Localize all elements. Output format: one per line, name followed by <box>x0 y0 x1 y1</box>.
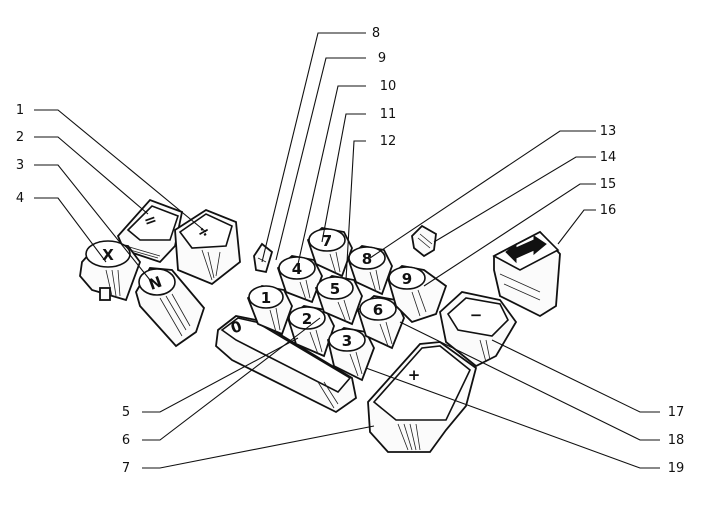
key-label-six: 6 <box>373 301 383 319</box>
keycap-seven: 7 <box>306 227 353 278</box>
callout-16: 16 <box>600 203 617 218</box>
callout-13: 13 <box>600 124 617 139</box>
keycap-four: 4 <box>276 255 323 304</box>
callout-10: 10 <box>380 79 397 94</box>
callout-17: 17 <box>668 405 685 420</box>
callout-12: 12 <box>380 134 397 149</box>
callout-7: 7 <box>122 461 130 476</box>
key-label-three: 3 <box>342 332 352 350</box>
keycap-zero: 0 <box>215 315 357 414</box>
callout-19: 19 <box>668 461 685 476</box>
callout-5: 5 <box>122 405 130 420</box>
callout-1: 1 <box>16 103 24 118</box>
keycap-one: 1 <box>246 285 293 336</box>
callout-4: 4 <box>16 191 24 206</box>
key-label-equals: = <box>141 210 159 231</box>
key-label-plus: + <box>408 366 421 384</box>
callout-18: 18 <box>668 433 685 448</box>
key-label-two: 2 <box>302 310 312 328</box>
key-label-one: 1 <box>261 289 271 307</box>
key-label-four: 4 <box>292 260 302 278</box>
callout-numbers: 1 2 3 4 5 6 7 8 9 10 11 12 13 14 15 16 1… <box>16 26 684 476</box>
keycap-eight: 8 <box>346 245 393 296</box>
callout-14: 14 <box>600 150 617 165</box>
callout-11: 11 <box>380 107 397 122</box>
key-label-eight: 8 <box>362 250 372 268</box>
leader-lines <box>34 32 660 469</box>
key-label-five: 5 <box>330 280 340 298</box>
key-label-nine: 9 <box>402 270 412 288</box>
callout-2: 2 <box>16 130 24 145</box>
callout-3: 3 <box>16 158 24 173</box>
callout-6: 6 <box>122 433 130 448</box>
keycap-two: 2 <box>286 305 335 358</box>
keycap-n: N <box>135 267 206 348</box>
callout-15: 15 <box>600 177 617 192</box>
keycap-nine: 9 <box>386 265 448 324</box>
arrow-icon <box>505 235 547 264</box>
slide-switch-part <box>492 230 561 318</box>
keycap-three: 3 <box>326 327 375 382</box>
key-label-seven: 7 <box>322 232 332 250</box>
keycap-minus: − <box>439 291 518 368</box>
keycap-five: 5 <box>314 275 363 326</box>
keycap-six: 6 <box>356 295 405 350</box>
keycap-plus: + <box>367 341 478 453</box>
callout-9: 9 <box>378 51 386 66</box>
key-label-minus: − <box>470 306 483 324</box>
callout-8: 8 <box>372 26 380 41</box>
key-clip-part <box>411 224 437 258</box>
key-label-n: N <box>146 273 164 294</box>
keycap-divide: ÷ <box>174 208 241 286</box>
key-label-times: X <box>102 246 114 264</box>
keycap-times: X <box>79 240 142 302</box>
